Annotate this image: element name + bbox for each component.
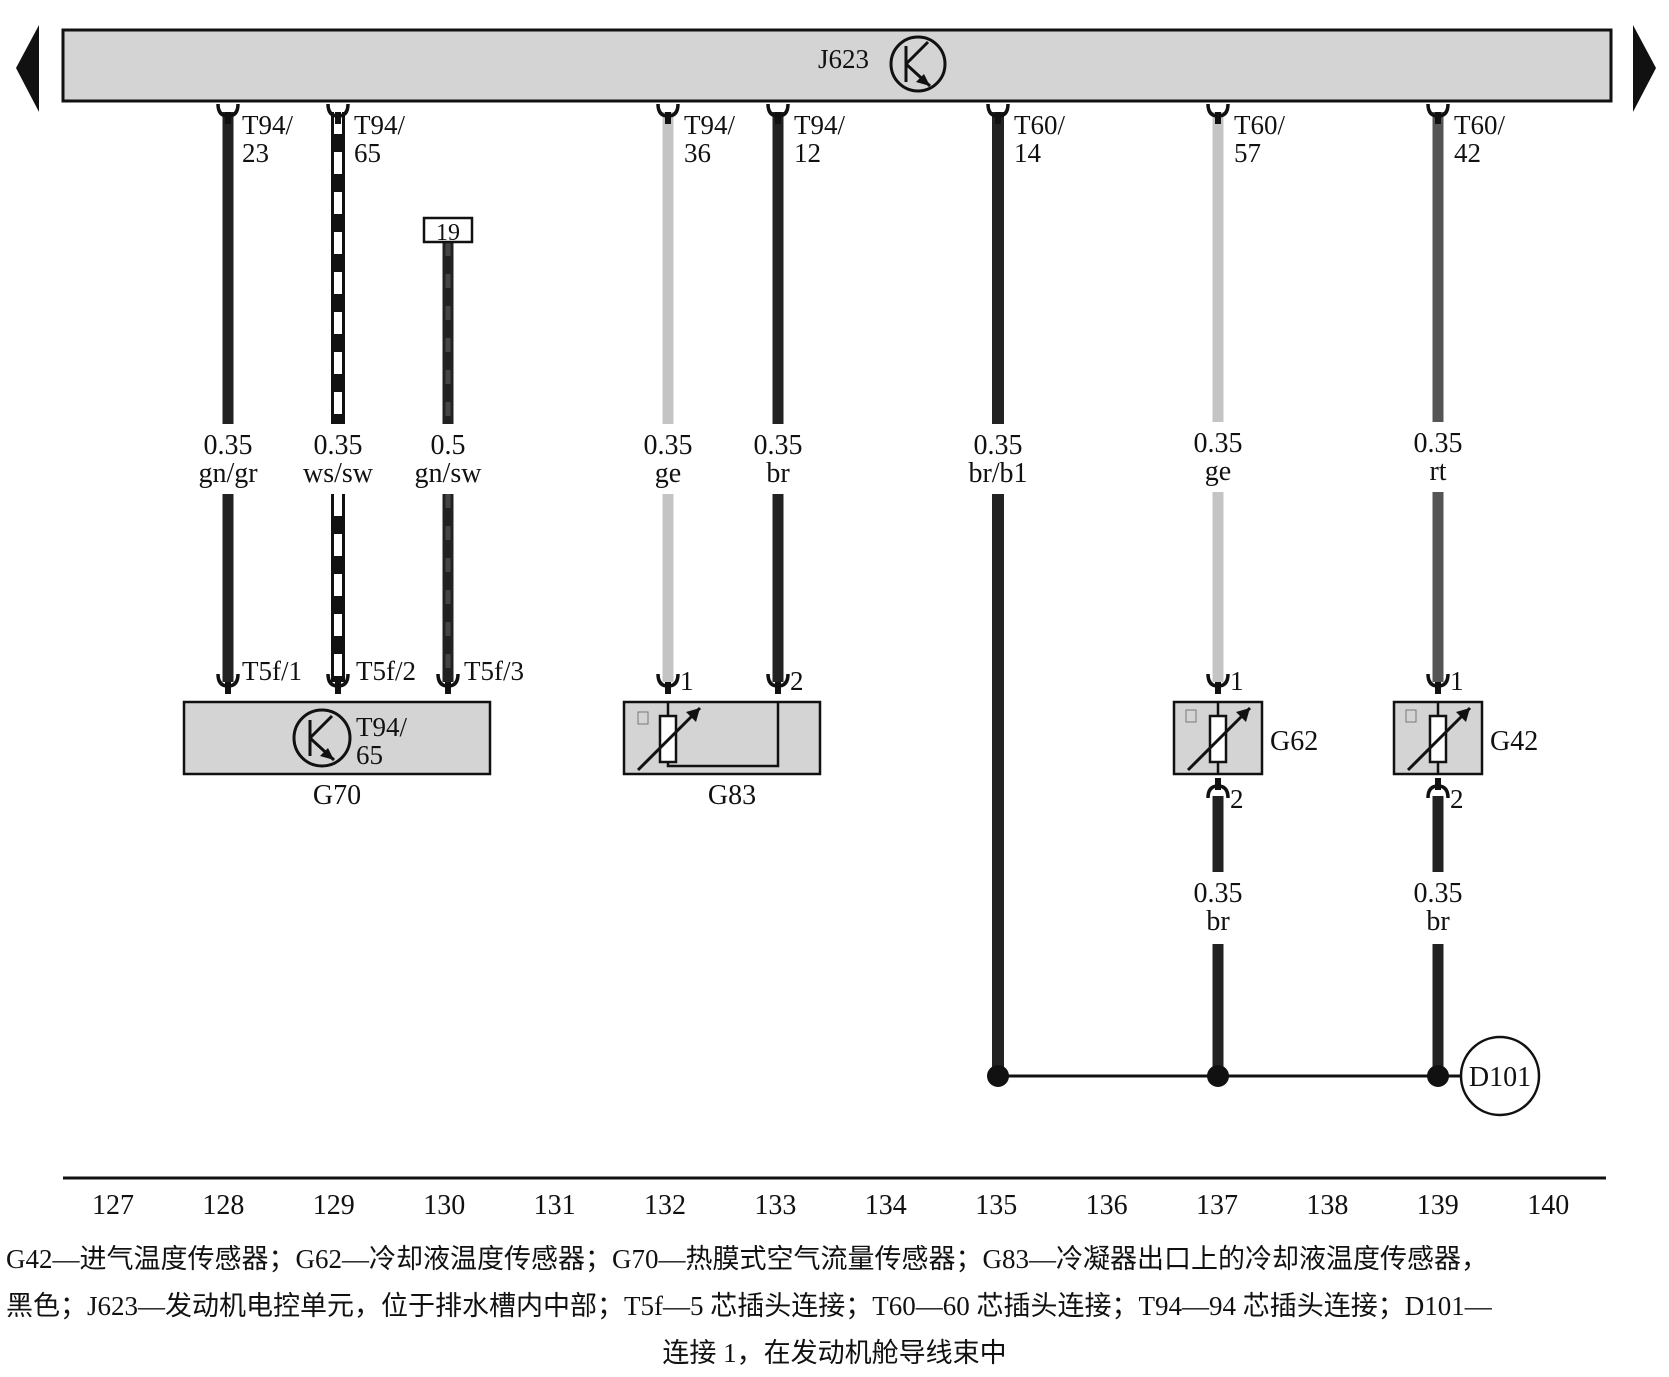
component-g83: 1 2 G83 <box>622 666 822 811</box>
ruler-number: 127 <box>92 1190 134 1221</box>
pin-label: T5f/2 <box>356 656 416 686</box>
ruler-number: 130 <box>423 1190 465 1221</box>
wire-color: ge <box>1205 456 1231 487</box>
pin-label: T94/ <box>356 712 407 742</box>
transistor-icon <box>292 708 352 768</box>
wire-size: 0.35 <box>974 430 1023 461</box>
grid-ruler: 127 128 129 130 131 132 133 134 135 136 137 138 139 1… <box>63 1176 1606 1221</box>
wire-color: ws/sw <box>303 458 374 489</box>
ruler-number: 139 <box>1417 1190 1459 1221</box>
pin-label: T5f/3 <box>464 656 524 686</box>
component-g62: 1 2 G62 <box>1172 666 1318 814</box>
pin-label: 65 <box>356 740 383 770</box>
ecu-label: J623 <box>818 44 869 74</box>
wire-size: 0.5 <box>431 430 466 461</box>
pin-label: 12 <box>794 138 821 168</box>
ruler-number: 140 <box>1527 1190 1569 1221</box>
wire-color: rt <box>1429 456 1446 487</box>
wire-size: 0.35 <box>644 430 693 461</box>
junction-dot <box>987 1065 1009 1087</box>
pin-label: 1 <box>1230 666 1244 696</box>
junction-dot <box>1427 1065 1449 1087</box>
wire-color: gn/gr <box>198 458 258 489</box>
pin-label: T94/ <box>684 110 735 140</box>
pin-label: T94/ <box>794 110 845 140</box>
component-g70: T5f/1 T5f/2 T5f/3 T94/ 65 G70 <box>182 656 524 811</box>
pin-labels: T94/ 23 T94/ 65 T94/ 36 T94/ 12 T60/ 14 … <box>242 110 1505 168</box>
legend-line-1: G42—进气温度传感器；G62—冷却液温度传感器；G70—热膜式空气流量传感器；… <box>6 1244 1488 1274</box>
ecu-j623: J623 <box>16 25 1656 112</box>
pin-label: T60/ <box>1014 110 1065 140</box>
wire-color: br <box>1206 906 1230 937</box>
pin-label: T60/ <box>1234 110 1285 140</box>
fuse-tag: 19 <box>422 216 474 246</box>
wire-color: ge <box>655 458 681 489</box>
pin-label: 42 <box>1454 138 1481 168</box>
pin-label: 65 <box>354 138 381 168</box>
legend-line-2: 黑色；J623—发动机电控单元，位于排水槽内中部；T5f—5 芯插头连接；T60… <box>6 1291 1492 1321</box>
ruler-number: 132 <box>644 1190 686 1221</box>
wire-size: 0.35 <box>1194 428 1243 459</box>
pin-label: 14 <box>1014 138 1042 168</box>
wire-size: 0.35 <box>204 430 253 461</box>
pin-label: 2 <box>1230 784 1244 814</box>
legend-line-3: 连接 1，在发动机舱导线束中 <box>662 1338 1007 1368</box>
wire-size: 0.35 <box>754 430 803 461</box>
left-arrow-icon <box>16 25 39 112</box>
pin-label: T5f/1 <box>242 656 302 686</box>
component-label: G70 <box>313 780 361 811</box>
ruler-number: 135 <box>975 1190 1017 1221</box>
pin-label: 1 <box>680 666 694 696</box>
wire-size: 0.35 <box>1414 878 1463 909</box>
junction-dot <box>1207 1065 1229 1087</box>
ruler-number: 129 <box>313 1190 355 1221</box>
pin-label: T94/ <box>354 110 405 140</box>
pin-label: 1 <box>1450 666 1464 696</box>
ground-d101: D101 <box>1459 1035 1541 1117</box>
ruler-number: 134 <box>865 1190 907 1221</box>
pin-label: T94/ <box>242 110 293 140</box>
wire-size: 0.35 <box>1414 428 1463 459</box>
wire-color: gn/sw <box>415 458 483 489</box>
ruler-number: 133 <box>754 1190 796 1221</box>
component-label: G62 <box>1270 726 1318 757</box>
wire-size: 0.35 <box>314 430 363 461</box>
ruler-number: 136 <box>1086 1190 1128 1221</box>
wire-color: br <box>766 458 790 489</box>
wire-size: 0.35 <box>1194 878 1243 909</box>
transistor-icon <box>889 35 947 93</box>
fuse-tag-label: 19 <box>436 220 460 246</box>
right-arrow-icon <box>1633 25 1656 112</box>
pin-label: 2 <box>1450 784 1464 814</box>
wire-color: br <box>1426 906 1450 937</box>
wire-color: br/b1 <box>968 458 1027 489</box>
pin-label: 2 <box>790 666 804 696</box>
ruler-number: 137 <box>1196 1190 1238 1221</box>
pin-label: 23 <box>242 138 269 168</box>
pin-label: 57 <box>1234 138 1261 168</box>
component-g42: 1 2 G42 <box>1392 666 1538 814</box>
component-label: G42 <box>1490 726 1538 757</box>
pin-label: 36 <box>684 138 711 168</box>
component-label: G83 <box>708 780 756 811</box>
wires <box>222 112 1462 1087</box>
pin-label: T60/ <box>1454 110 1505 140</box>
ruler-number: 131 <box>534 1190 576 1221</box>
wire-labels: 0.35 gn/gr 0.35 ws/sw 0.5 gn/sw 0.35 ge … <box>198 428 1462 937</box>
ground-label: D101 <box>1469 1062 1531 1093</box>
ruler-number: 128 <box>202 1190 244 1221</box>
ruler-number: 138 <box>1306 1190 1348 1221</box>
